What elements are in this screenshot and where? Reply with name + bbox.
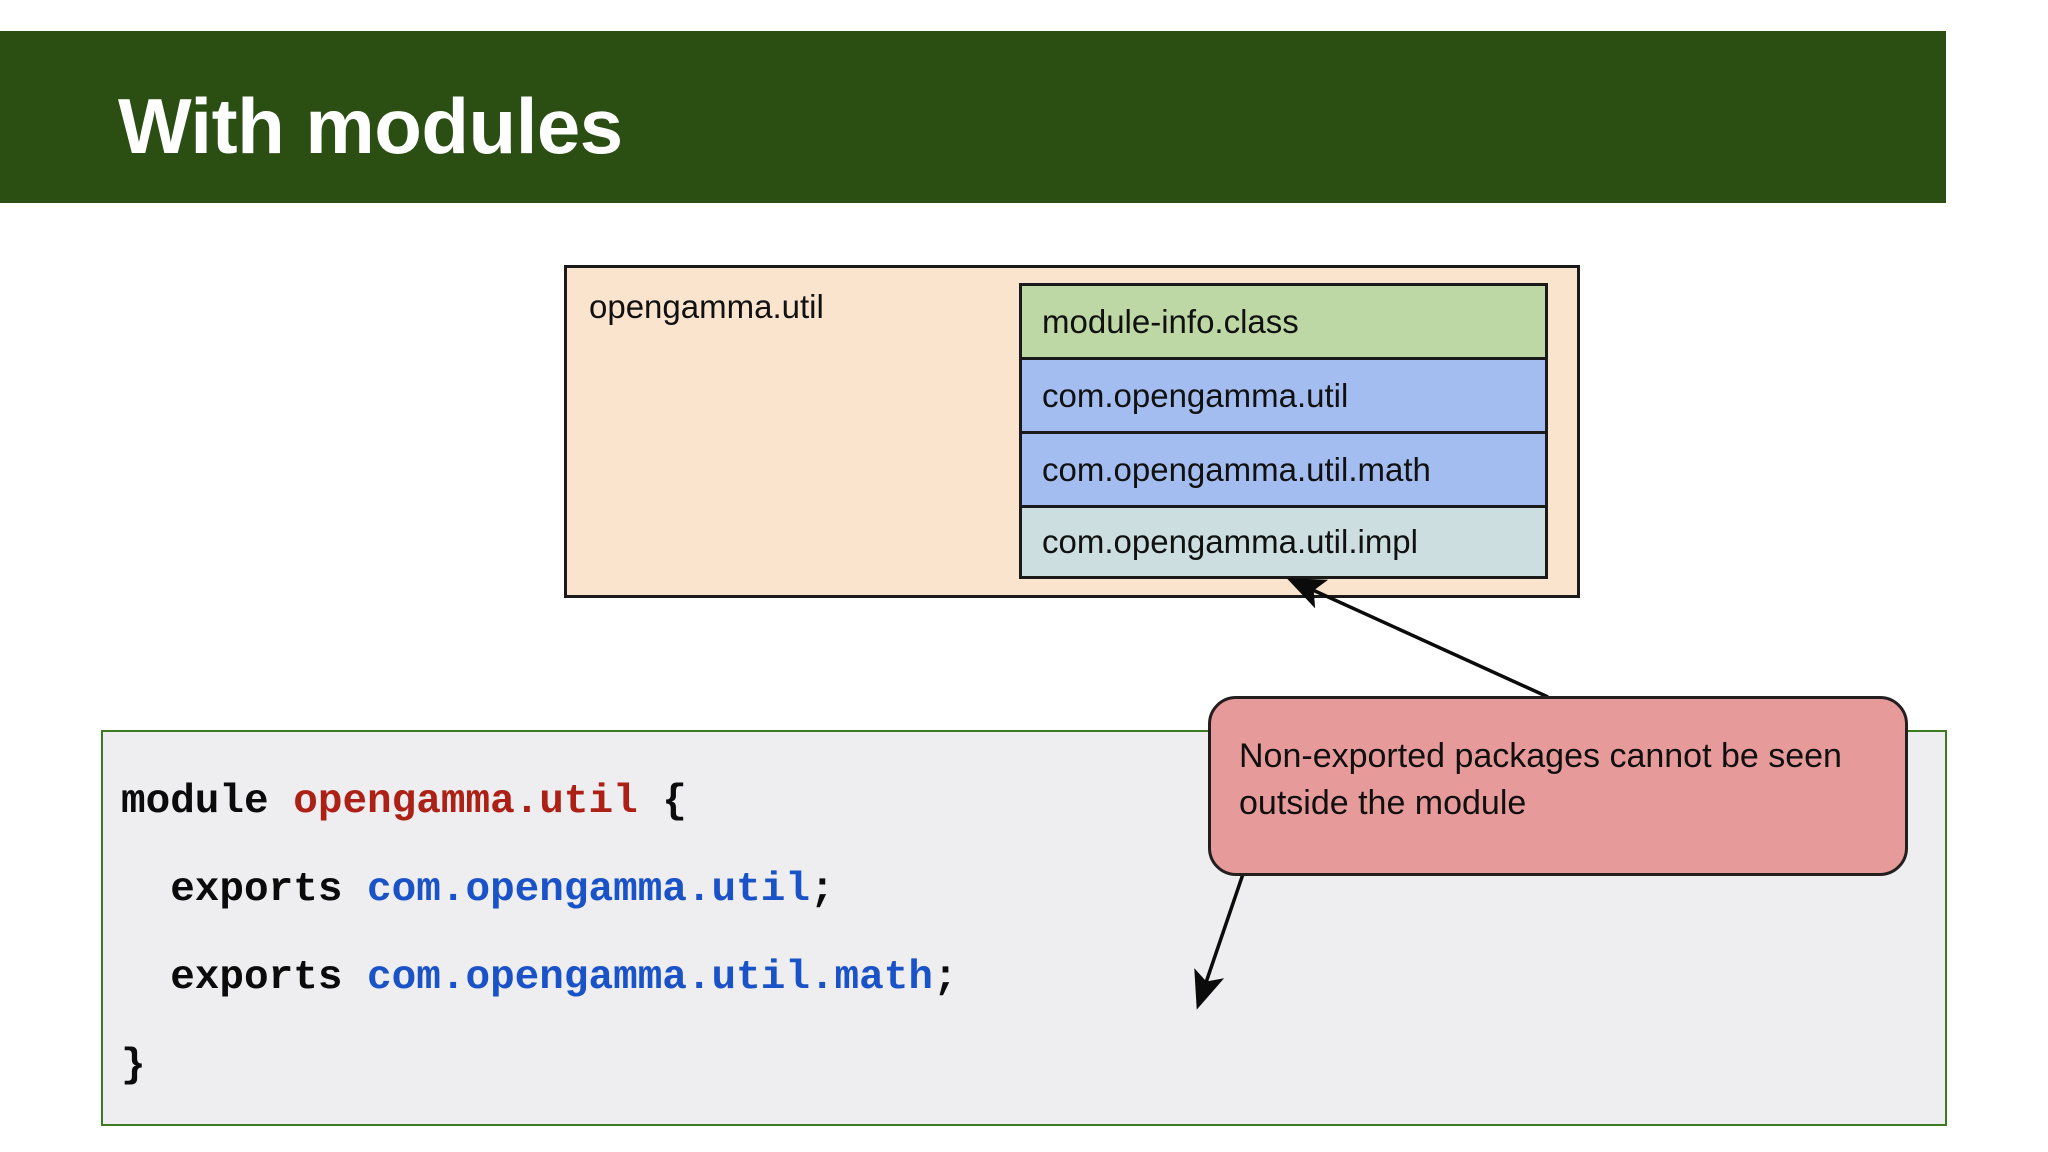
code-line: exports com.opengamma.util.math;	[121, 934, 958, 1022]
code-token-kw: exports	[121, 955, 368, 1001]
package-row-label: module-info.class	[1042, 302, 1299, 340]
callout-text: Non-exported packages cannot be seen out…	[1239, 737, 1842, 822]
module-box: opengamma.util module-info.class com.ope…	[564, 265, 1580, 598]
package-row: com.opengamma.util.math	[1019, 431, 1548, 505]
code-token-pkg: com.opengamma.util.math	[367, 955, 933, 1001]
code-line: }	[121, 1022, 958, 1110]
arrow-to-impl-package	[1286, 578, 1549, 699]
package-row: com.opengamma.util	[1019, 357, 1548, 431]
package-row-label: com.opengamma.util.math	[1042, 450, 1431, 488]
package-list: module-info.class com.opengamma.util com…	[1019, 283, 1548, 579]
callout-box: Non-exported packages cannot be seen out…	[1208, 696, 1908, 876]
package-row-label: com.opengamma.util	[1042, 376, 1349, 414]
module-box-label: opengamma.util	[589, 288, 824, 325]
code-token-pkg: com.opengamma.util	[367, 867, 810, 913]
package-row: com.opengamma.util.impl	[1019, 505, 1548, 579]
code-line: module opengamma.util {	[121, 758, 958, 846]
code-text: module opengamma.util { exports com.open…	[121, 758, 958, 1110]
package-row: module-info.class	[1019, 283, 1548, 357]
title-band: With modules	[0, 31, 1946, 203]
code-token-punct: {	[637, 779, 687, 825]
code-token-punct: ;	[809, 867, 835, 913]
page-title: With modules	[118, 82, 623, 170]
code-token-punct: }	[121, 1043, 146, 1089]
code-token-kw: exports	[121, 867, 368, 913]
code-line: exports com.opengamma.util;	[121, 846, 958, 934]
code-token-module: opengamma.util	[293, 779, 638, 825]
code-token-punct: ;	[932, 955, 958, 1001]
code-token-kw: module	[121, 779, 294, 825]
package-row-label: com.opengamma.util.impl	[1042, 523, 1418, 560]
